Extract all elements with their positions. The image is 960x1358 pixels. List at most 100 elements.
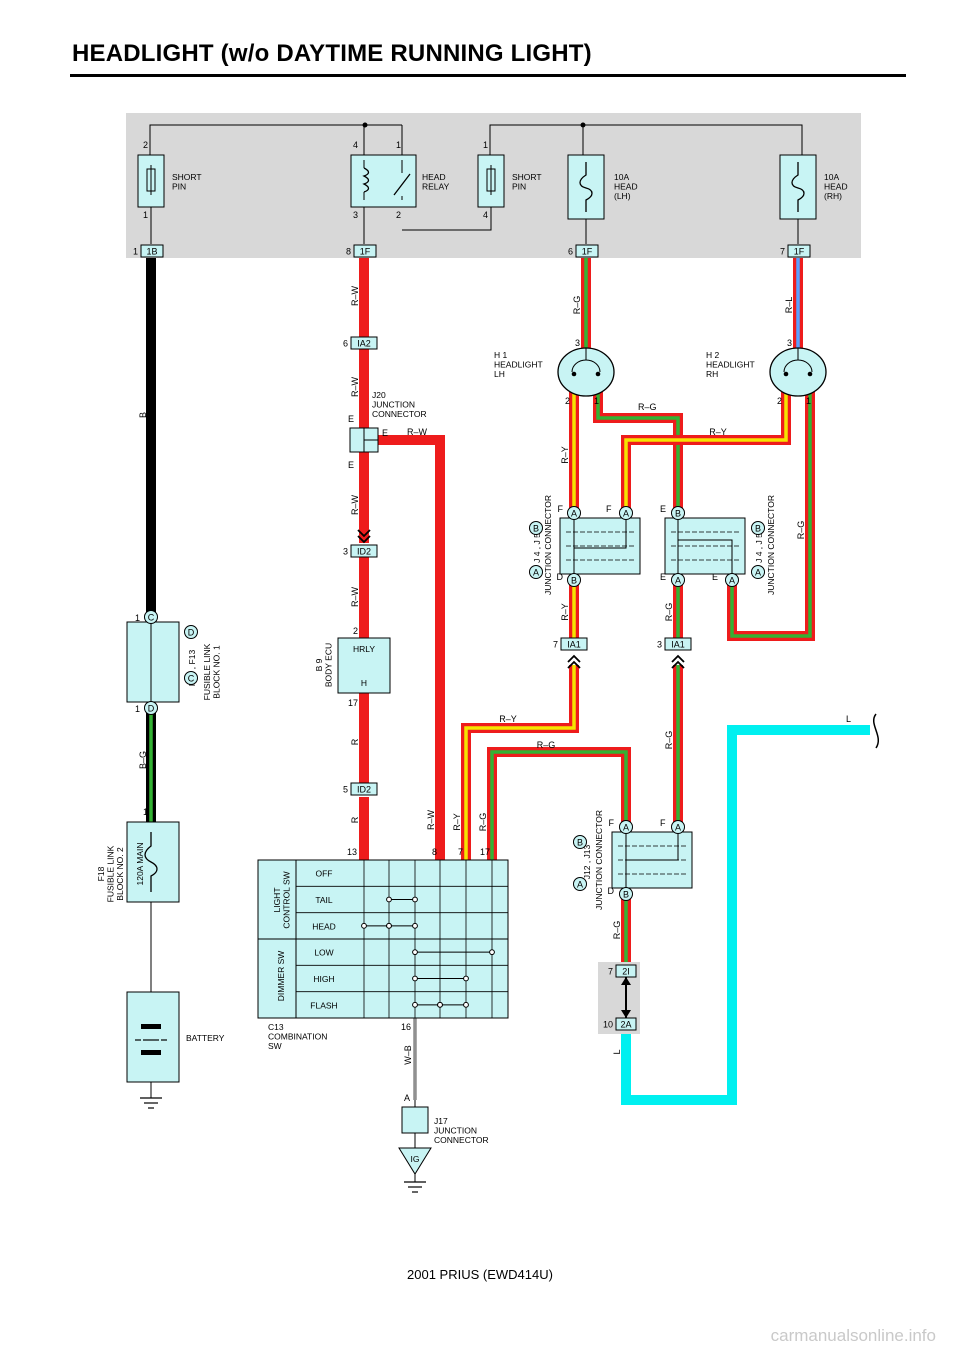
- conn-ia1-arrow-chev: [567, 654, 581, 663]
- footer-model: 2001 PRIUS (EWD414U): [407, 1267, 553, 1282]
- conn-2a-label: 2A: [620, 1020, 631, 1030]
- arrow-down: [621, 1010, 631, 1018]
- battery-body: [126, 991, 180, 1083]
- jc-bottom-name: JUNCTION CONNECTOR: [594, 810, 604, 910]
- bus-node: [580, 122, 586, 128]
- conn-1b-pin: 1: [133, 247, 138, 257]
- conn-1f-6-box: [575, 244, 599, 258]
- wire-label: R–W: [350, 586, 360, 607]
- fusible-link-1-d-circle: [144, 701, 158, 715]
- pin-label: 1: [135, 704, 140, 714]
- combo-sw-row-flash: FLASH: [310, 1000, 337, 1010]
- jc-right-a-circle: [671, 573, 685, 587]
- conn-id2-top-label: ID2: [357, 547, 371, 557]
- headlight-lh-contact: [595, 371, 601, 377]
- pin-label: D: [608, 886, 615, 896]
- pin-label: 17: [348, 698, 358, 708]
- body-ecu-name: B 9BODY ECU: [314, 643, 334, 687]
- pin-label: 2: [143, 140, 148, 150]
- jc-right-a2-circle: [725, 573, 739, 587]
- combo-sw-row-low: LOW: [314, 948, 333, 958]
- fl1-code-d-letter: D: [188, 628, 195, 638]
- conn-ia2-pin: 6: [343, 339, 348, 349]
- headlight-rh-contact: [783, 371, 789, 377]
- jc-right-code-b-letter: B: [755, 524, 761, 534]
- pin-label: 2: [353, 626, 358, 636]
- pin-label: 4: [353, 140, 358, 150]
- headlight-rh-contact: [807, 371, 813, 377]
- conn-ia1-left-label: IA1: [567, 640, 581, 650]
- wire-rw-branch-base: [376, 435, 445, 860]
- jc-left-body: [559, 517, 641, 575]
- fusible-link-1-c-circle: [144, 610, 158, 624]
- switch-contact: [412, 975, 418, 982]
- jc-left-code-a-circle: [529, 565, 543, 579]
- pin-label: 3: [575, 338, 580, 348]
- switch-contact: [412, 949, 418, 956]
- arrow-up: [621, 977, 631, 985]
- conn-ia1-arrow-chev: [671, 660, 685, 669]
- fusible-link-1-name: FUSIBLE LINKBLOCK NO. 1: [202, 643, 222, 700]
- jc-right-codes: J 4 , J 5: [754, 533, 764, 563]
- jc-bottom-a2-circle: [671, 820, 685, 834]
- fusible-link-2-element: [144, 832, 158, 892]
- wire-label: R–G: [478, 813, 488, 832]
- pin-label: E: [660, 572, 666, 582]
- title-rule: [70, 74, 906, 77]
- jc-bottom-code-a-circle: [573, 877, 587, 891]
- relay-contact-blade: [393, 173, 411, 196]
- switch-contact: [489, 949, 495, 956]
- conn-ia1-left-pin: 7: [553, 640, 558, 650]
- pin-label: E: [382, 428, 388, 438]
- jc-left-a-letter: A: [571, 509, 577, 519]
- battery-name: BATTERY: [186, 1033, 225, 1043]
- fusible-link-2-name: F18FUSIBLE LINKBLOCK NO. 2: [96, 845, 125, 902]
- combo-sw-light-group: LIGHTCONTROL SW: [272, 871, 292, 928]
- relay-coil: [362, 167, 370, 193]
- jc-bottom-b-circle: [619, 887, 633, 901]
- conn-1f-6-label: 1F: [582, 247, 593, 257]
- jc-right-a-letter: A: [675, 576, 681, 586]
- combo-sw-row-head: HEAD: [312, 921, 336, 931]
- head-relay-body: [350, 154, 417, 208]
- body-ecu-h: H: [361, 678, 367, 688]
- wire-label: R–G: [638, 402, 657, 412]
- combo-sw-row-off: OFF: [316, 869, 333, 879]
- jc-right-b-circle: [671, 506, 685, 520]
- wire-label: R–Y: [452, 813, 462, 831]
- conn-1f-8-box: [353, 244, 377, 258]
- ground-point-ig: [398, 1147, 432, 1175]
- switch-contact: [463, 1001, 469, 1008]
- pin-label: E: [348, 460, 354, 470]
- wire-rg-cross-stripe: [596, 392, 680, 508]
- pin-label: 2: [777, 396, 782, 406]
- combo-sw-row-tail: TAIL: [315, 895, 333, 905]
- wire-label: R–G: [664, 603, 674, 622]
- jc-right-code-a-circle: [751, 565, 765, 579]
- conn-ia1-right-box: [664, 637, 692, 651]
- conn-1f-7-label: 1F: [794, 247, 805, 257]
- battery-plate: [141, 1024, 161, 1029]
- wire-label: R–Y: [499, 714, 517, 724]
- jc-bottom-link: [626, 832, 679, 861]
- wire-label: R–Y: [709, 427, 727, 437]
- switch-contact: [412, 896, 418, 903]
- wire-rg-sw-stripe: [490, 750, 628, 860]
- pin-label: A: [404, 1093, 410, 1103]
- wire-label: L: [846, 714, 851, 724]
- fusible-link-1-c-letter: C: [148, 613, 155, 623]
- jc-bottom-b-letter: B: [623, 890, 629, 900]
- jc-right-a2-letter: A: [729, 576, 735, 586]
- headlight-rh-filament: [783, 359, 813, 373]
- fuse-rh-element: [791, 162, 805, 212]
- wire-ry-sw-stripe: [464, 665, 576, 860]
- conn-ia1-arrow-chev: [671, 654, 685, 663]
